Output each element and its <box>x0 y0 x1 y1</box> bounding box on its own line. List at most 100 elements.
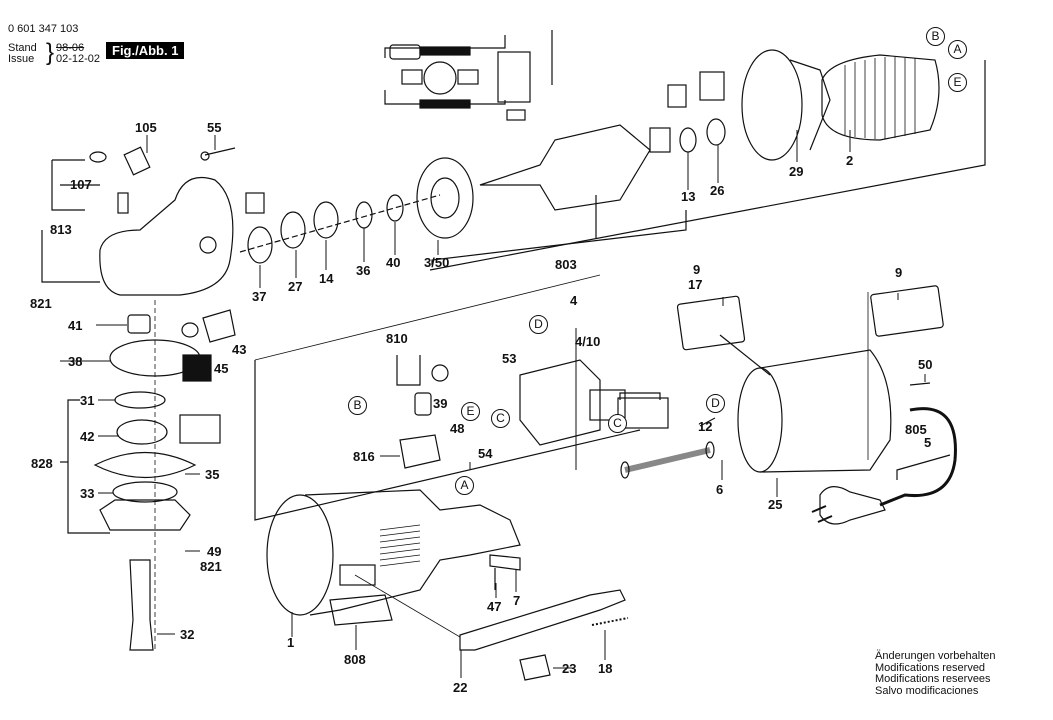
housing-25 <box>759 349 892 473</box>
armature <box>479 124 651 211</box>
part-label-13: 13 <box>681 189 696 204</box>
resistor-top <box>419 46 471 56</box>
connector-marker-c-right: C <box>608 414 627 433</box>
part-label-808: 808 <box>344 652 366 667</box>
bearing-27 <box>280 211 306 249</box>
part-label-35: 35 <box>205 467 220 482</box>
rod-6 <box>624 447 711 473</box>
part-label-9-right: 9 <box>895 265 903 280</box>
note-fr: Modifications reservees <box>875 673 991 685</box>
stand-label: Stand <box>8 42 37 54</box>
part-label-29: 29 <box>789 164 804 179</box>
part-label-805: 805 <box>905 422 927 437</box>
bearing-26 <box>706 118 726 146</box>
part-label-12: 12 <box>698 419 713 434</box>
gear-housing <box>89 146 234 296</box>
connector-marker-e-top: E <box>948 73 967 92</box>
part-label-17: 17 <box>688 277 703 292</box>
part-label-27: 27 <box>288 279 303 294</box>
part-label-105: 105 <box>135 120 157 135</box>
connector-marker-a-housing: A <box>455 476 474 495</box>
part-label-42: 42 <box>80 429 95 444</box>
fan-baffle-29 <box>741 49 803 161</box>
issue-label: Issue <box>8 53 35 65</box>
sleeve-41 <box>127 314 151 334</box>
part-label-107: 107 <box>70 177 92 192</box>
ring-33 <box>112 481 178 503</box>
brace-icon: } <box>46 39 55 66</box>
bracket-810 <box>396 355 421 386</box>
modification-notes: Änderungen vorbehalten Modifications res… <box>875 650 996 697</box>
switch-box <box>497 51 531 103</box>
part-label-41: 41 <box>68 318 83 333</box>
capacitor-12-body <box>589 389 626 421</box>
part-label-53: 53 <box>502 351 517 366</box>
part-label-33: 33 <box>80 486 95 501</box>
connector-marker-b-top: B <box>926 27 945 46</box>
part-label-5: 5 <box>924 435 932 450</box>
spindle-32 <box>129 559 154 651</box>
bearing-37 <box>247 226 273 264</box>
wiring-schematic <box>384 30 553 121</box>
part-label-803: 803 <box>555 257 577 272</box>
brush-left <box>401 69 423 85</box>
motor-housing-1 <box>304 489 521 616</box>
label-plate-17 <box>676 295 746 351</box>
plate-7 <box>489 554 521 571</box>
ring-40 <box>386 194 404 222</box>
housing-25-front <box>737 367 783 473</box>
part-label-9-left: 9 <box>693 262 701 277</box>
part-label-36: 36 <box>356 263 371 278</box>
part-label-48: 48 <box>450 421 465 436</box>
issue-date: 02-12-02 <box>56 53 101 65</box>
bearing-icon-42 <box>179 414 221 444</box>
old-date: 98-06 <box>56 42 85 54</box>
part-label-47: 47 <box>487 599 502 614</box>
component-816 <box>399 434 441 469</box>
capacitor <box>414 392 432 416</box>
icon-45 <box>182 354 212 382</box>
part-label-39: 39 <box>433 396 448 411</box>
part-label-821: 821 <box>30 296 52 311</box>
part-label-816: 816 <box>353 449 375 464</box>
part-label-14: 14 <box>319 271 334 286</box>
ring-31 <box>114 391 166 409</box>
spring-18 <box>591 617 629 626</box>
part-label-49: 49 <box>207 544 222 559</box>
bearing-13 <box>679 127 697 153</box>
brush-holder <box>519 359 601 446</box>
connector-marker-e-mid: E <box>461 402 480 421</box>
nut-45 <box>181 322 199 338</box>
plug <box>819 486 886 525</box>
switch-button-23 <box>519 654 551 681</box>
note-es: Salvo modificaciones <box>875 684 979 697</box>
part-label-25: 25 <box>768 497 783 512</box>
part-label-37: 37 <box>252 289 267 304</box>
label-808 <box>329 594 393 626</box>
part-label-26: 26 <box>710 183 725 198</box>
suppressor-12 <box>617 397 669 429</box>
label-plate-9 <box>870 285 944 337</box>
switch-window <box>339 564 376 586</box>
part-label-2: 2 <box>846 153 854 168</box>
part-label-1: 1 <box>287 635 295 650</box>
resistor-bottom <box>419 99 471 109</box>
field-stator-2 <box>821 54 940 141</box>
commutator <box>649 127 671 153</box>
part-label-3-50: 3/50 <box>424 255 450 270</box>
note-de: Änderungen vorbehalten <box>875 650 996 662</box>
connector-marker-d-right: D <box>706 394 725 413</box>
flange-828 <box>99 499 191 531</box>
motor-symbol <box>423 61 457 95</box>
motor-housing-1-front <box>266 494 334 616</box>
connector-marker-b-left: B <box>348 396 367 415</box>
bearing-42 <box>116 419 168 445</box>
figure-label: Fig./Abb. 1 <box>106 42 185 59</box>
part-label-4-10: 4/10 <box>575 334 601 349</box>
pin <box>117 192 129 214</box>
pinion-43 <box>202 309 236 343</box>
part-label-813: 813 <box>50 222 72 237</box>
brush-right <box>457 69 479 85</box>
part-label-45: 45 <box>214 361 229 376</box>
